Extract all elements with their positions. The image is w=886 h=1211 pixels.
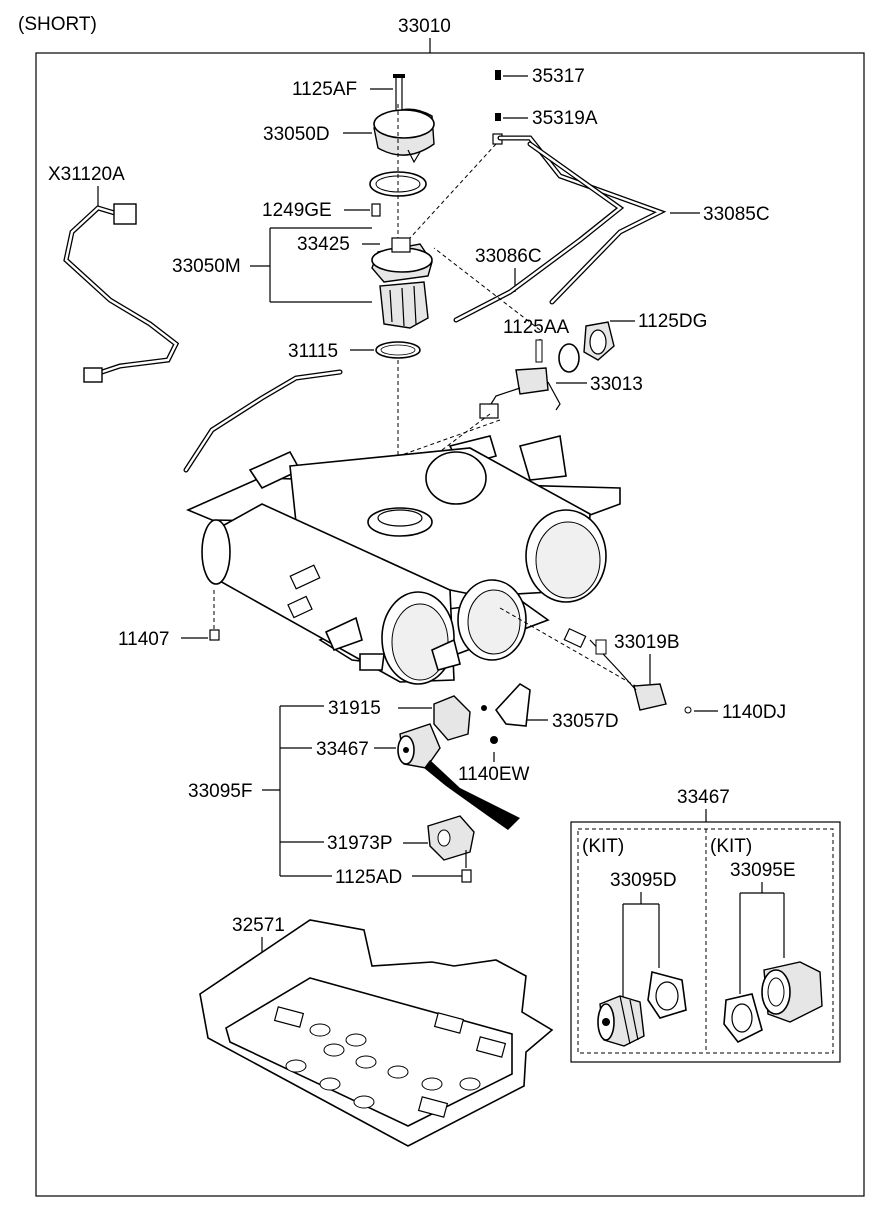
pipe-33085C <box>497 135 667 305</box>
assembly-number: 33010 <box>398 16 451 37</box>
kit-left-part[interactable]: 33095D <box>610 870 677 891</box>
kit-left-motor <box>597 995 645 1047</box>
label-1140DJ[interactable]: 1140DJ <box>722 702 786 723</box>
label-33050M[interactable]: 33050M <box>172 256 241 277</box>
label-33057D[interactable]: 33057D <box>552 711 619 732</box>
kit-right-part[interactable]: 33095E <box>730 860 796 881</box>
label-33050D[interactable]: 33050D <box>263 124 330 145</box>
label-35317[interactable]: 35317 <box>532 66 585 87</box>
motor-33467 <box>397 723 441 769</box>
kit-box-frame <box>570 821 841 1063</box>
lpg-tank-assembly <box>185 435 621 685</box>
pipe-33086C <box>453 141 625 323</box>
bracket-33095F <box>262 705 396 877</box>
skid-plate-32571 <box>199 919 554 1147</box>
valve-33019B <box>499 607 692 714</box>
label-31915[interactable]: 31915 <box>328 698 381 719</box>
label-1125DG[interactable]: 1125DG <box>638 311 707 332</box>
label-31115[interactable]: 31115 <box>288 341 338 362</box>
label-33467[interactable]: 33467 <box>316 739 369 760</box>
pump-assembly-33050M <box>371 237 433 329</box>
label-33086C[interactable]: 33086C <box>475 246 542 267</box>
kit-left-bracket <box>622 892 660 1000</box>
variant-label: (SHORT) <box>18 14 97 35</box>
label-11407[interactable]: 11407 <box>118 629 169 650</box>
label-35319A[interactable]: 35319A <box>532 108 598 129</box>
label-1125AF[interactable]: 1125AF <box>292 79 357 100</box>
label-33425[interactable]: 33425 <box>297 234 350 255</box>
sensor-33013 <box>479 321 615 419</box>
label-33095F[interactable]: 33095F <box>188 781 252 802</box>
o-ring-inner <box>380 344 416 356</box>
label-33019B[interactable]: 33019B <box>614 632 680 653</box>
label-1125AD[interactable]: 1125AD <box>335 867 402 888</box>
bolt-11407 <box>209 590 220 641</box>
regulator-31915 <box>433 695 498 744</box>
kit-right-label: (KIT) <box>710 836 752 857</box>
kit-right-gasket <box>723 993 763 1044</box>
label-1249GE[interactable]: 1249GE <box>262 200 332 221</box>
bracket-33057D <box>481 682 531 727</box>
kit-left-gasket <box>647 970 687 1019</box>
bracket-31973P <box>427 815 475 883</box>
vent-hose <box>183 369 343 473</box>
fitting-35319A <box>495 113 501 121</box>
label-1125AA[interactable]: 1125AA <box>503 317 570 338</box>
bolt-1125AF <box>393 74 405 113</box>
kit-left-label: (KIT) <box>582 836 624 857</box>
kit-box-title[interactable]: 33467 <box>677 787 730 808</box>
label-1140EW[interactable]: 1140EW <box>458 764 530 785</box>
wire-harness-X31120A <box>63 203 180 383</box>
label-X31120A[interactable]: X31120A <box>48 164 125 185</box>
kit-right-housing <box>761 961 823 1023</box>
clip-1249GE <box>371 203 381 217</box>
exploded-leader-lines <box>381 104 541 496</box>
kit-right-bracket <box>739 882 785 994</box>
fitting-35317 <box>495 70 501 80</box>
bracket-33050M <box>250 227 380 303</box>
assembly-frame <box>35 52 865 1197</box>
cover-33050D <box>373 108 435 164</box>
label-33013[interactable]: 33013 <box>590 374 643 395</box>
label-32571[interactable]: 32571 <box>232 915 285 936</box>
label-33085C[interactable]: 33085C <box>703 204 770 225</box>
hose-1140EW <box>424 760 520 830</box>
label-31973P[interactable]: 31973P <box>327 833 393 854</box>
